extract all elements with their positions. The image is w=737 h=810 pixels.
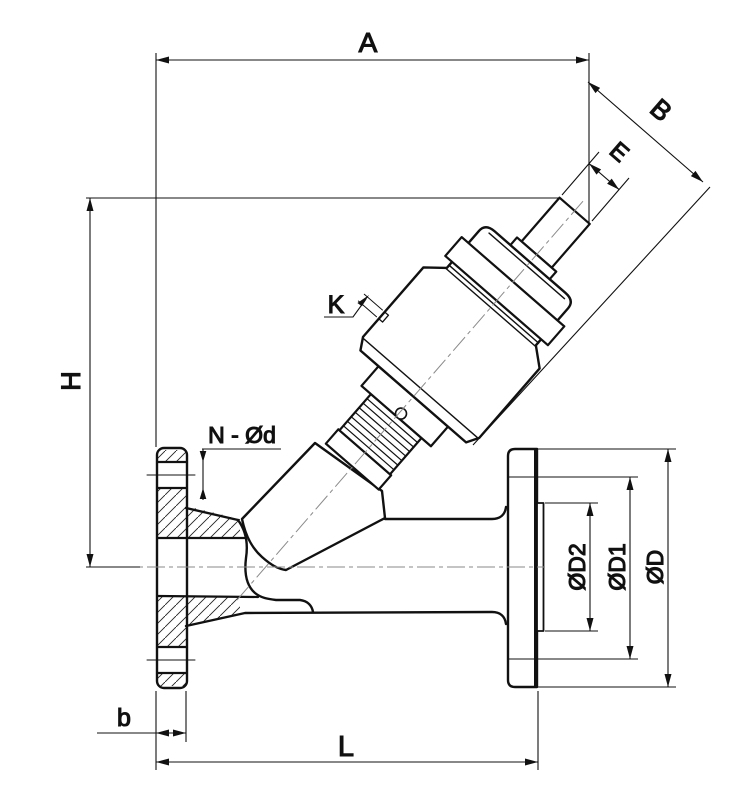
collar-hole bbox=[394, 407, 408, 420]
hub-top-edge bbox=[184, 506, 240, 522]
dimension-H: H bbox=[55, 197, 560, 568]
body-s-curve bbox=[236, 518, 315, 614]
bolt-hole-centerlines bbox=[146, 474, 196, 661]
right-flange bbox=[506, 447, 539, 689]
label-H: H bbox=[56, 371, 86, 391]
label-K: K bbox=[328, 291, 345, 319]
label-L: L bbox=[338, 731, 354, 763]
centerlines bbox=[87, 199, 585, 601]
barrel-top-edge bbox=[383, 505, 508, 521]
dimensions: A B E K H bbox=[55, 26, 711, 770]
actuator-axis-centerline bbox=[236, 199, 585, 601]
label-D2: ØD2 bbox=[564, 543, 590, 590]
dimension-D: ØD bbox=[538, 448, 676, 688]
left-flange bbox=[155, 446, 189, 690]
hub-bottom-edge bbox=[184, 610, 508, 628]
label-D1: ØD1 bbox=[604, 543, 630, 590]
label-N-Od: N - Ød bbox=[208, 422, 276, 448]
label-E: E bbox=[604, 137, 634, 168]
k-groove-notch bbox=[378, 311, 390, 323]
dimension-D2: ØD2 bbox=[545, 502, 598, 632]
valve-body bbox=[146, 446, 545, 690]
callout-N-Od: N - Ød bbox=[199, 421, 281, 500]
label-A: A bbox=[359, 27, 378, 58]
left-flange-bolt-holes bbox=[155, 460, 189, 675]
actuator-barrel bbox=[359, 226, 572, 444]
label-b: b bbox=[117, 704, 131, 732]
dimension-A: A bbox=[155, 26, 590, 447]
dimension-D1: ØD1 bbox=[508, 476, 638, 660]
label-D: ØD bbox=[642, 550, 668, 585]
label-B: B bbox=[644, 93, 677, 127]
dimension-K: K bbox=[324, 290, 369, 320]
bonnet-cone bbox=[240, 441, 387, 572]
dimension-L: L bbox=[156, 691, 539, 770]
bore-bottom-edge bbox=[156, 594, 260, 599]
dimension-b: b bbox=[97, 691, 187, 770]
section-hatch bbox=[158, 450, 240, 686]
